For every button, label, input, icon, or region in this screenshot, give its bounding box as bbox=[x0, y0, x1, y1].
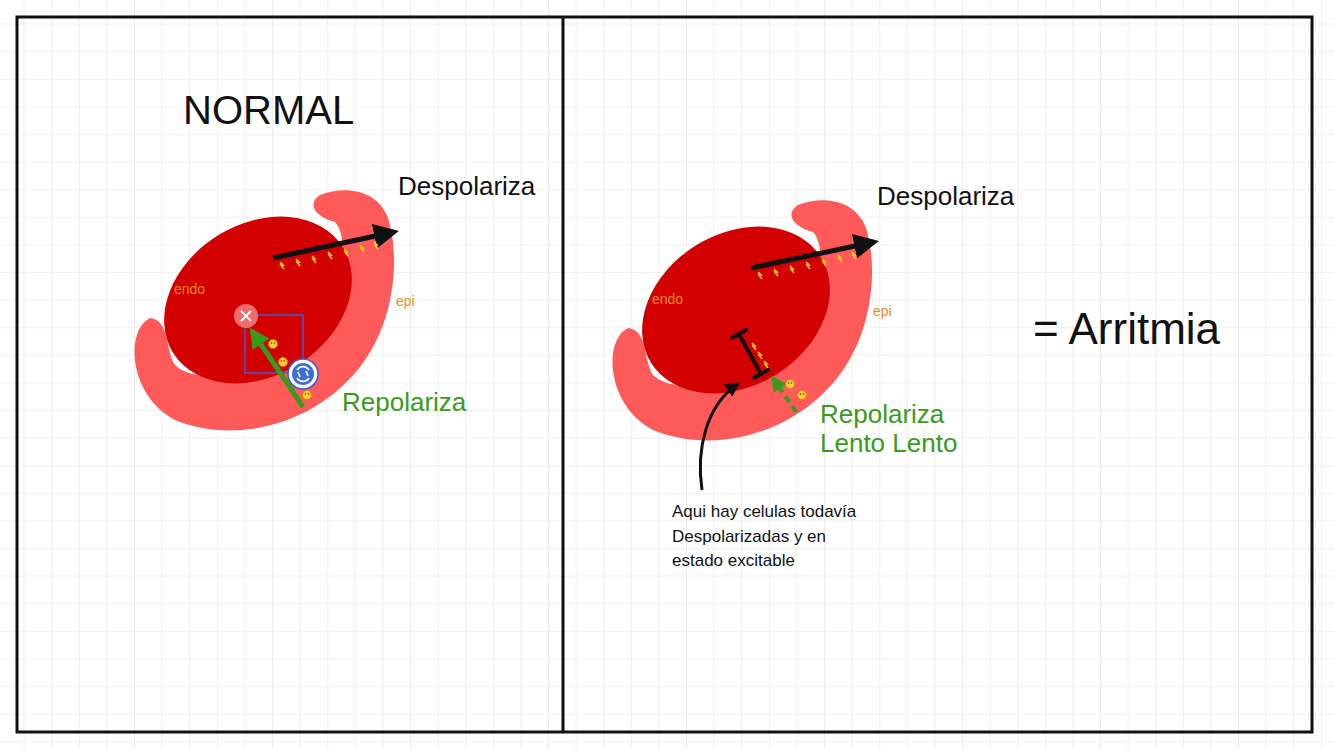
faces bbox=[786, 380, 807, 400]
arrow-label: Despolariza bbox=[398, 172, 535, 201]
panel-divider bbox=[562, 17, 565, 732]
depolarization-arrow bbox=[751, 242, 874, 268]
panel-title: NORMAL bbox=[183, 88, 354, 132]
note: Aqui hay celulas todavía Despolarizadas … bbox=[672, 500, 862, 574]
region-label: endo bbox=[652, 292, 683, 307]
slow-repolarization-arrow bbox=[773, 378, 796, 412]
close-icon bbox=[234, 304, 258, 328]
bolts bbox=[280, 242, 378, 269]
bolts bbox=[752, 252, 856, 368]
depolarization-arrow bbox=[273, 232, 394, 258]
arrow-label: Despolariza bbox=[877, 182, 1014, 211]
region-label: epi bbox=[873, 304, 892, 319]
frame bbox=[17, 17, 1312, 732]
region-label: epi bbox=[396, 294, 415, 309]
bracket bbox=[732, 330, 768, 378]
arrow-label: Repolariza Lento Lento bbox=[820, 400, 1005, 457]
result-label: = Arritmia bbox=[1033, 305, 1220, 353]
pointer-arrow bbox=[700, 384, 738, 490]
region-label: endo bbox=[174, 282, 205, 297]
arrow-label: Repolariza bbox=[342, 388, 466, 417]
rotate-icon bbox=[288, 359, 318, 389]
